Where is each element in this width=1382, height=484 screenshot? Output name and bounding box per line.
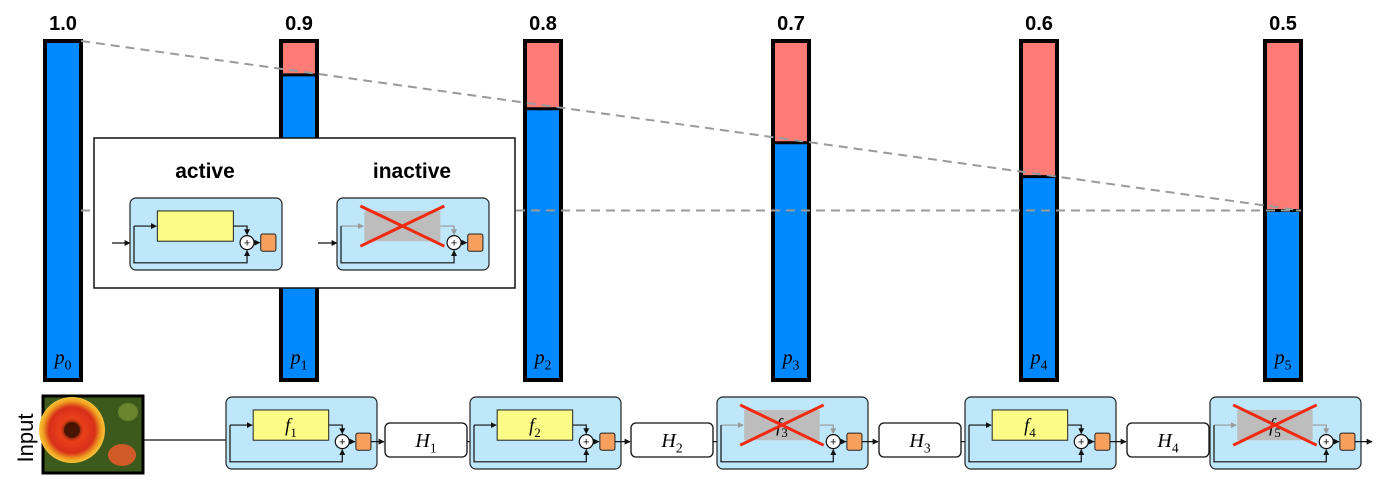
input-image-flower [39, 394, 145, 475]
drop-probability-segment [773, 41, 809, 143]
residual-function [991, 409, 1069, 441]
drop-probability-segment [1021, 41, 1057, 177]
transition-symbol: H3 [908, 430, 930, 456]
decay-line [80, 40, 1302, 212]
survival-probability-segment [525, 108, 561, 381]
transition-layer-1: H1 [384, 422, 468, 458]
probability-label: 0.5 [1269, 13, 1297, 35]
residual-block-5: f5+ [1209, 396, 1362, 470]
legend-inactive-label: inactive [373, 160, 451, 183]
transition-symbol: H2 [660, 430, 682, 456]
legend-active-label: active [175, 160, 235, 183]
plus-symbol: + [451, 238, 457, 250]
survival-bar-3: 0.7 p3 [771, 13, 811, 382]
function-symbol: f1 [285, 416, 297, 440]
network-pipeline: Input f1 + H1 f2 + H2 f3+ H3 f4 + H4 f5+ [13, 394, 1373, 475]
residual-function [252, 409, 330, 441]
probability-symbol: p5 [1273, 347, 1292, 373]
activation-icon [1094, 432, 1111, 451]
transition-layer-4: H4 [1126, 422, 1210, 458]
survival-bar-5: 0.5 p5 [1263, 13, 1303, 382]
plus-symbol: + [244, 238, 250, 250]
survival-probability-segment [45, 41, 81, 380]
survival-bar-0: 1.0 p0 [43, 13, 83, 382]
legend-box: active inactive + + [93, 137, 516, 289]
survival-bar-4: 0.6 p4 [1019, 13, 1059, 382]
probability-label: 0.8 [529, 13, 557, 35]
activation-icon [467, 233, 484, 252]
probability-label: 0.6 [1025, 13, 1053, 35]
probability-symbol: p3 [781, 347, 800, 373]
transition-layer-3: H3 [878, 422, 962, 458]
activation-icon [846, 432, 863, 451]
input-label: Input [13, 414, 38, 463]
plus-symbol: + [339, 437, 345, 449]
legend-active-block: + [129, 197, 283, 271]
survival-probability-segment [773, 142, 809, 380]
plus-symbol: + [1078, 437, 1084, 449]
legend-inactive-block: + [336, 197, 490, 271]
drop-probability-segment [281, 41, 317, 75]
residual-block-4: f4 + [964, 396, 1117, 470]
residual-block-2: f2 + [469, 396, 622, 470]
probability-symbol: p1 [289, 347, 308, 373]
activation-icon [355, 432, 372, 451]
residual-function [156, 210, 234, 242]
probability-symbol: p4 [1029, 347, 1048, 373]
residual-block-3: f3+ [716, 396, 869, 470]
survival-probability-segment [1265, 210, 1301, 380]
transition-symbol: H1 [414, 430, 436, 456]
probability-label: 0.9 [285, 13, 313, 35]
activation-icon [260, 233, 277, 252]
activation-icon [599, 432, 616, 451]
transition-layer-2: H2 [630, 422, 714, 458]
probability-label: 1.0 [49, 13, 77, 35]
transition-symbol: H4 [1156, 430, 1178, 456]
drop-probability-segment [525, 41, 561, 109]
probability-symbol: p0 [53, 347, 72, 373]
plus-symbol: + [1323, 437, 1329, 449]
cross-icon [1232, 403, 1318, 447]
plus-symbol: + [830, 437, 836, 449]
probability-label: 0.7 [777, 13, 805, 35]
activation-icon [1339, 432, 1356, 451]
probability-symbol: p2 [533, 347, 552, 373]
cross-icon [359, 204, 446, 248]
cross-icon [739, 403, 825, 447]
drop-probability-segment [1265, 41, 1301, 211]
function-symbol: f2 [529, 416, 541, 440]
plus-symbol: + [583, 437, 589, 449]
function-symbol: f4 [1024, 416, 1036, 440]
residual-function [496, 409, 574, 441]
survival-bar-2: 0.8 p2 [523, 13, 563, 382]
residual-block-1: f1 + [225, 396, 378, 470]
